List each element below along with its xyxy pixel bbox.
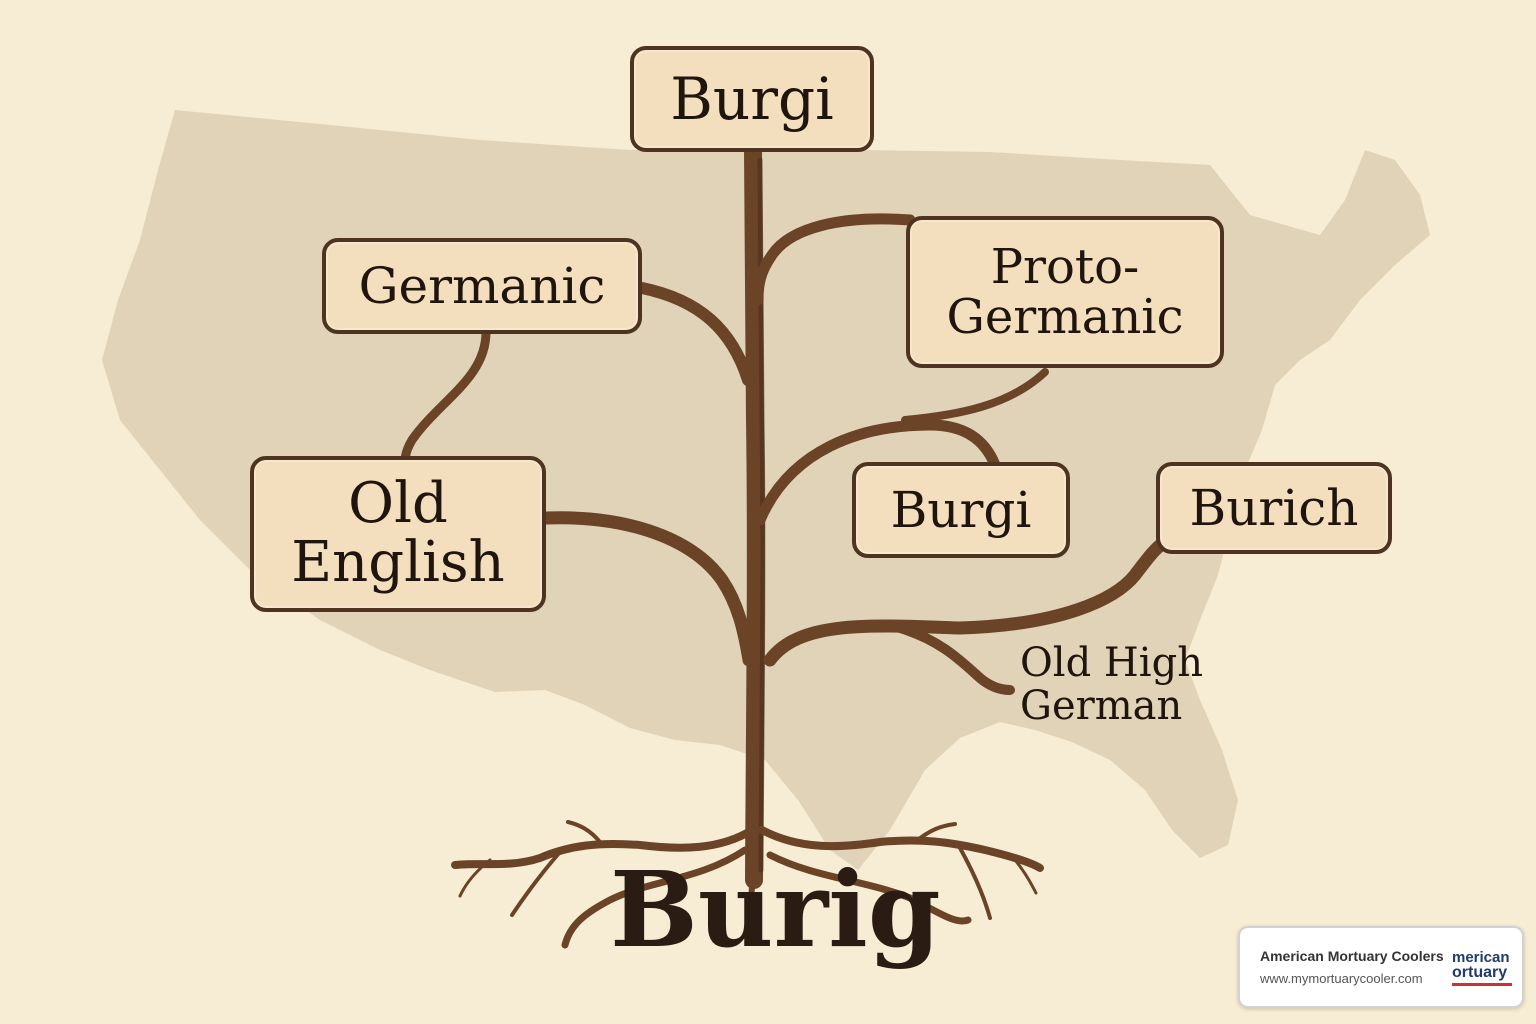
label-old-high-german: Old High German	[1020, 640, 1203, 730]
node-proto-germanic-label-2: Germanic	[946, 289, 1184, 345]
branch-burich	[763, 533, 1175, 667]
node-burgi-mid: Burgi	[852, 462, 1070, 558]
branch-proto-to-burgi	[901, 368, 1049, 424]
node-proto-germanic-label-1: Proto-	[990, 238, 1140, 295]
node-burich-label: Burich	[1189, 478, 1359, 537]
badge-url[interactable]: www.mymortuarycooler.com	[1260, 971, 1423, 986]
label-old-high-german-2: German	[1020, 683, 1183, 730]
branch-proto-germanic	[752, 213, 916, 306]
node-old-english-label-1: Old	[348, 471, 448, 537]
logo-text-2: ortuary	[1452, 964, 1508, 981]
node-proto-germanic: Proto- Germanic	[906, 216, 1224, 368]
brand-badge[interactable]: American Mortuary Coolers www.mymortuary…	[1238, 926, 1524, 1008]
tree-roots	[451, 820, 1044, 949]
label-old-high-german-1: Old High	[1020, 640, 1203, 686]
branch-old-english	[538, 511, 756, 667]
root-word-burig: Burig	[610, 848, 941, 971]
branch-burgi-mid	[754, 419, 1001, 526]
node-germanic-label: Germanic	[358, 256, 606, 315]
node-burgi-mid-label: Burgi	[890, 480, 1032, 539]
node-old-english: Old English	[250, 456, 546, 612]
badge-company-name: American Mortuary Coolers	[1260, 948, 1444, 964]
node-burgi-top-label: Burgi	[670, 64, 834, 133]
branch-germanic	[636, 282, 754, 386]
node-burich: Burich	[1156, 462, 1392, 554]
node-germanic: Germanic	[322, 238, 642, 334]
logo-text-1: merican	[1452, 949, 1510, 966]
trunk-shadow	[757, 157, 766, 873]
company-logo-icon: merican ortuary	[1452, 940, 1512, 996]
node-burgi-top: Burgi	[630, 46, 874, 152]
logo-accent-bar	[1452, 983, 1512, 986]
node-old-english-label-2: English	[291, 530, 505, 595]
branch-old-high-german	[895, 623, 1015, 695]
trunk	[744, 141, 765, 889]
